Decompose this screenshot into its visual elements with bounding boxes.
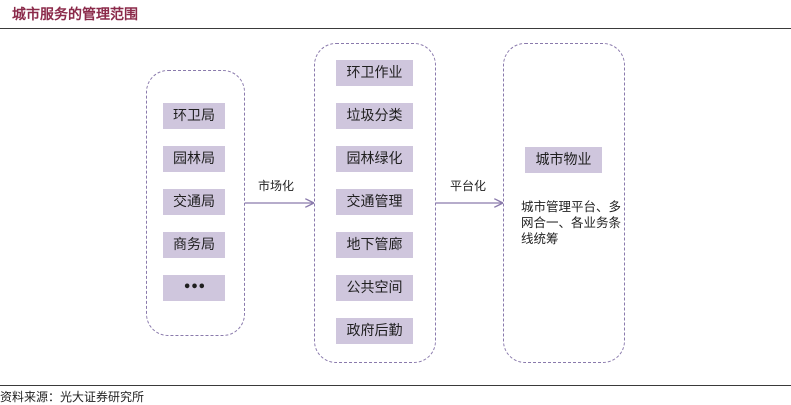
city-property-tag: 城市物业 bbox=[525, 147, 602, 173]
services-group bbox=[314, 43, 436, 363]
service-tag: 地下管廊 bbox=[336, 232, 413, 258]
bureau-tag: 环卫局 bbox=[163, 103, 225, 129]
service-tag: 环卫作业 bbox=[336, 60, 413, 86]
service-tag: 园林绿化 bbox=[336, 146, 413, 172]
bureau-tag: 交通局 bbox=[163, 189, 225, 215]
service-tag: 政府后勤 bbox=[336, 318, 413, 344]
service-tag: 公共空间 bbox=[336, 275, 413, 301]
service-tag: 交通管理 bbox=[336, 189, 413, 215]
service-tag: 垃圾分类 bbox=[336, 103, 413, 129]
footer-divider bbox=[0, 385, 791, 386]
source-note: 资料来源：光大证券研究所 bbox=[0, 390, 145, 404]
bureau-tag: 商务局 bbox=[163, 232, 225, 258]
city-property-group bbox=[503, 43, 625, 363]
title-divider bbox=[0, 28, 791, 29]
platformization-label: 平台化 bbox=[450, 179, 487, 193]
page-title: 城市服务的管理范围 bbox=[12, 7, 138, 23]
city-property-description: 城市管理平台、多网合一、各业务条线统筹 bbox=[521, 199, 622, 246]
bureau-tag: 园林局 bbox=[163, 146, 225, 172]
bureau-tag-more: ••• bbox=[163, 275, 225, 301]
bureaus-group bbox=[146, 70, 245, 336]
marketization-label: 市场化 bbox=[258, 179, 295, 193]
